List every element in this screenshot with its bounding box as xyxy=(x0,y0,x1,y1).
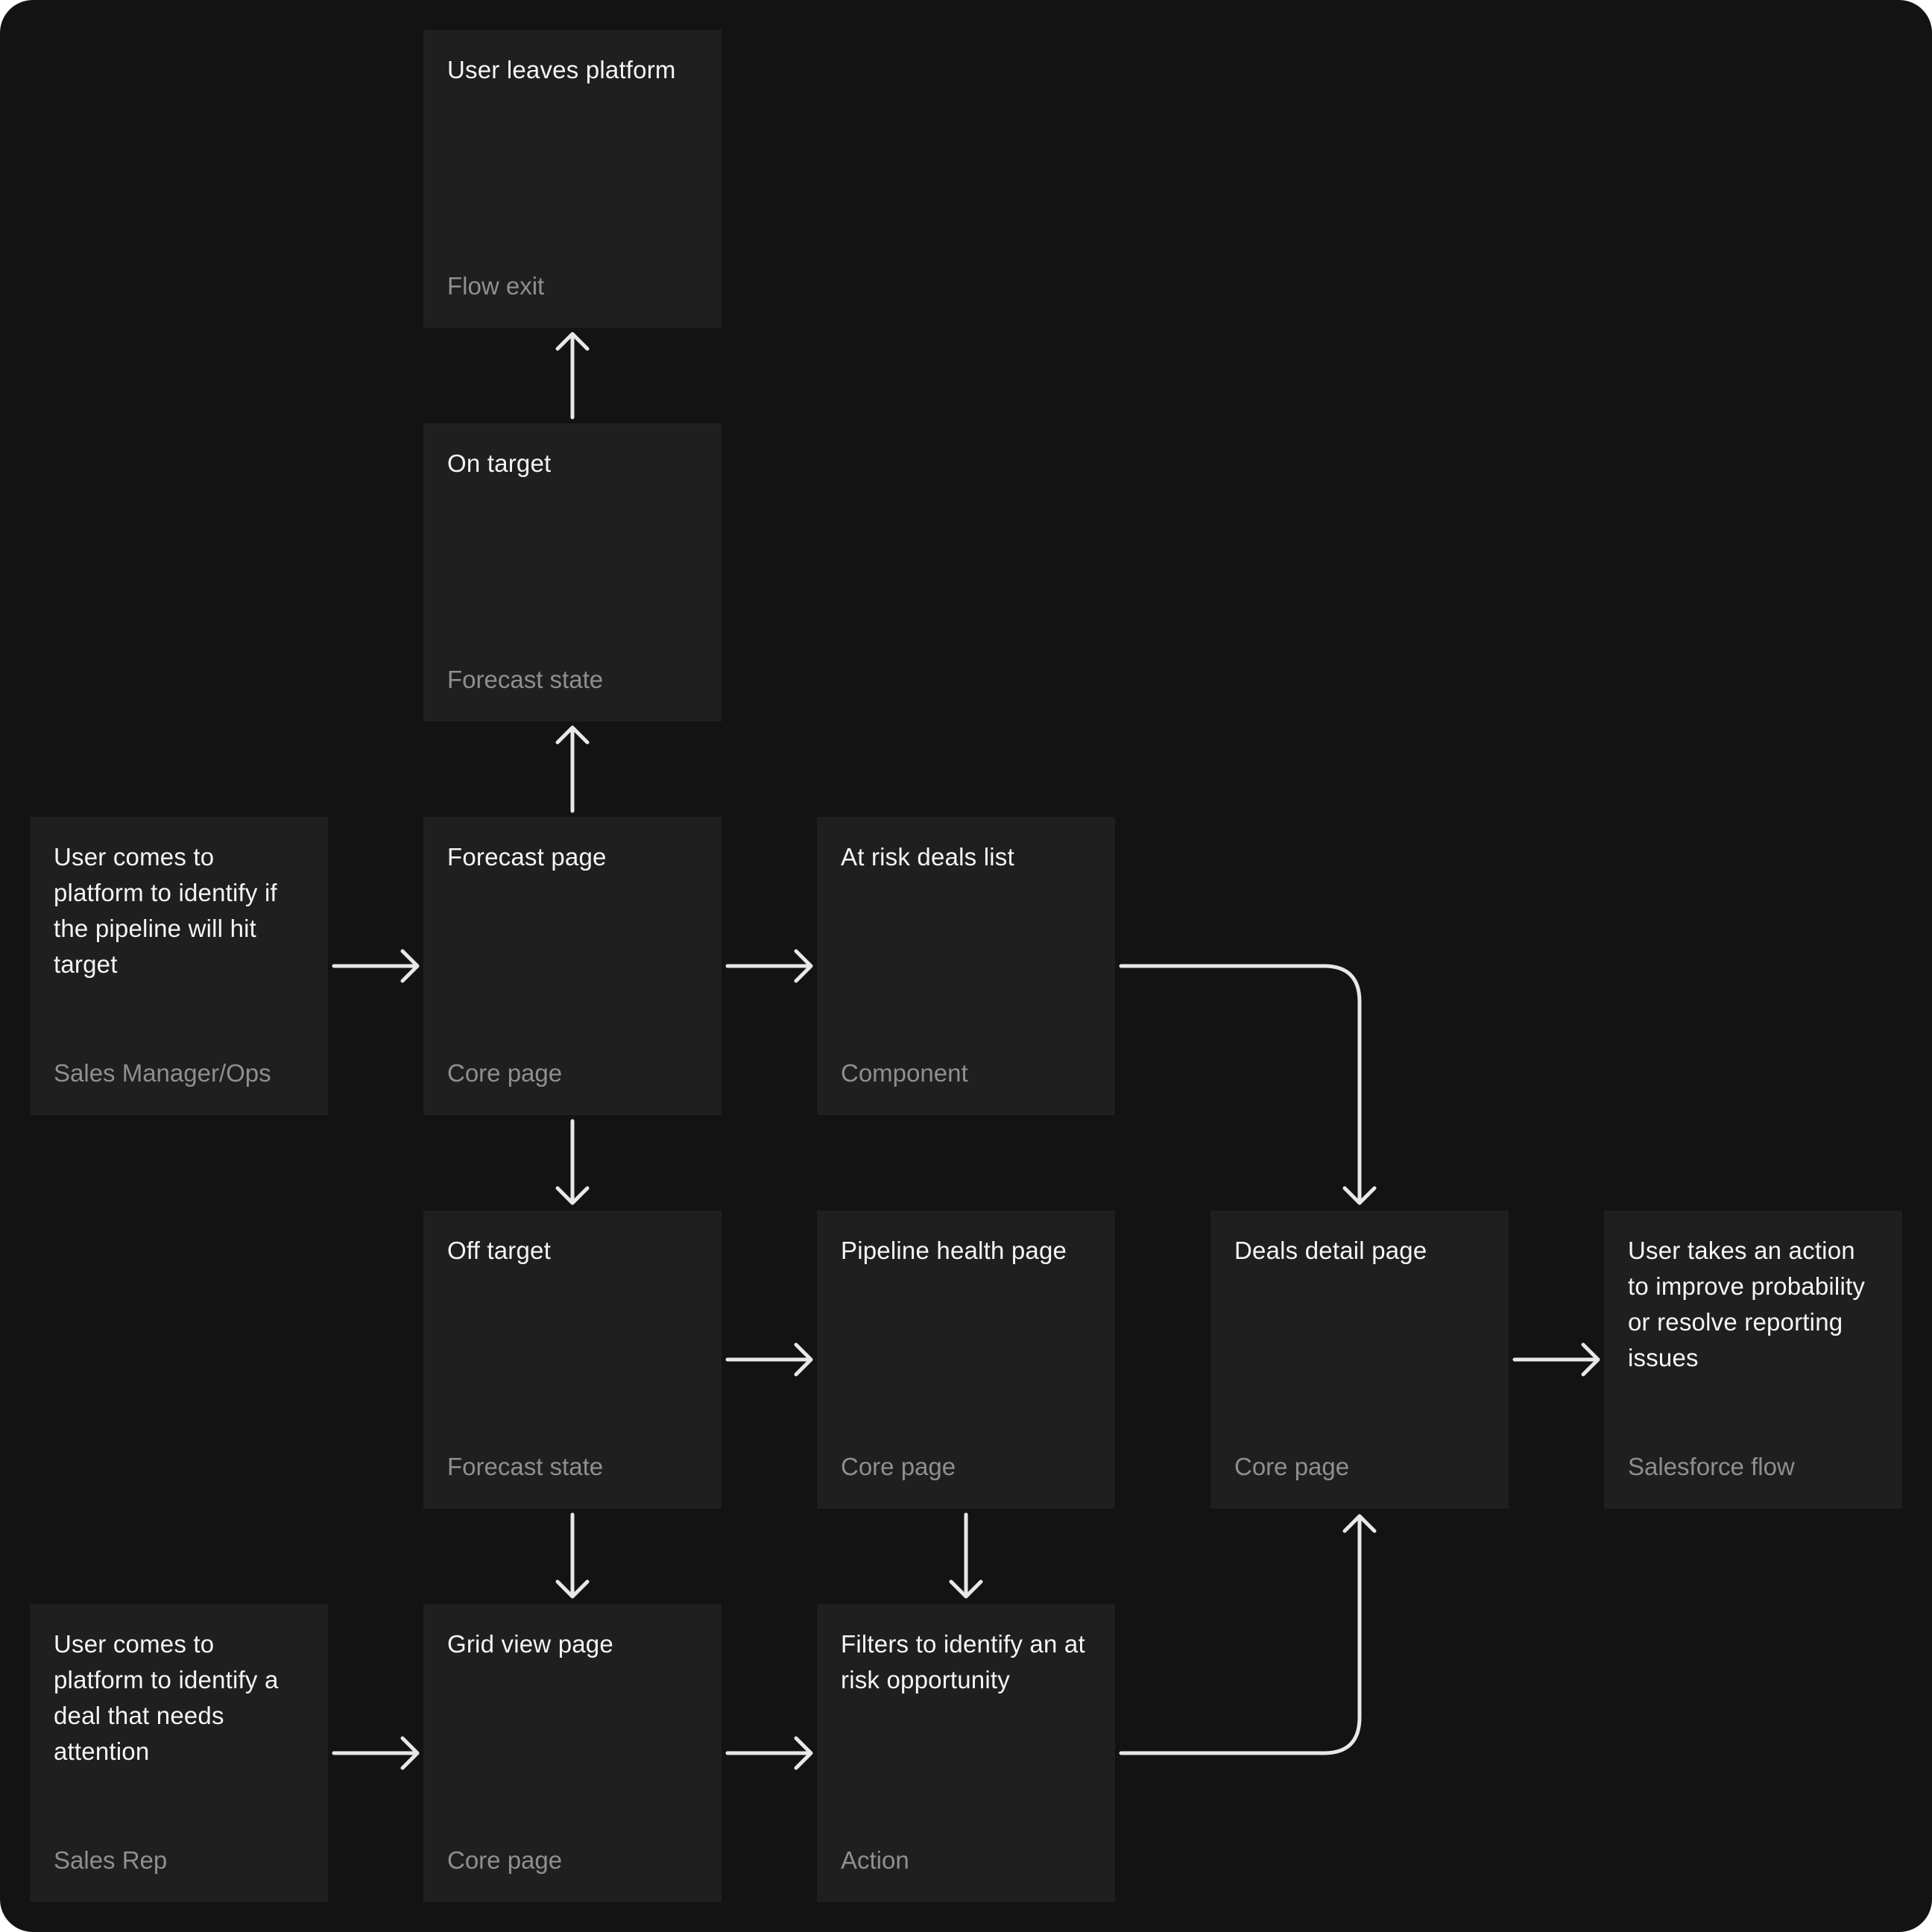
node-type: Core page xyxy=(447,1059,563,1087)
node-pipeline-health: Pipeline health page Core page xyxy=(817,1210,1115,1509)
arrow-grid-to-filters xyxy=(725,1736,813,1770)
arrow-on-target-to-exit xyxy=(555,332,590,420)
node-type: Core page xyxy=(841,1453,956,1480)
node-type: Forecast state xyxy=(447,666,604,693)
node-title: Grid view page xyxy=(447,1630,613,1658)
node-type: Sales Manager/Ops xyxy=(54,1059,271,1087)
arrow-forecast-to-on-target xyxy=(555,725,590,813)
arrow-manager-to-forecast xyxy=(332,949,420,983)
node-deals-detail: Deals detail page Core page xyxy=(1210,1210,1509,1509)
node-filters: Filters to identify an at risk opportuni… xyxy=(817,1604,1115,1902)
node-title: On target xyxy=(447,449,552,477)
arrow-forecast-to-off-target xyxy=(555,1119,590,1205)
node-title: User comes to platform to identify if th… xyxy=(54,843,277,978)
arrow-forecast-to-at-risk xyxy=(725,949,813,983)
node-user-action: User takes an action to improve probabil… xyxy=(1604,1210,1902,1509)
arrow-filters-to-deals-detail xyxy=(1119,1514,1377,1755)
node-on-target: On target Forecast state xyxy=(423,423,722,722)
node-type: Action xyxy=(841,1846,909,1874)
arrow-deals-detail-to-action xyxy=(1512,1342,1600,1377)
node-type: Sales Rep xyxy=(54,1846,168,1874)
node-user-leaves: User leaves platform Flow exit xyxy=(423,30,722,328)
node-rep-entry: User comes to platform to identify a dea… xyxy=(30,1604,328,1902)
arrow-off-target-to-pipeline xyxy=(725,1342,813,1377)
node-title: At risk deals list xyxy=(841,843,1014,871)
node-forecast-page: Forecast page Core page xyxy=(423,817,722,1115)
node-type: Core page xyxy=(1234,1453,1350,1480)
node-title: Off target xyxy=(447,1237,551,1264)
node-manager-entry: User comes to platform to identify if th… xyxy=(30,817,328,1115)
arrow-off-target-to-grid xyxy=(555,1512,590,1599)
arrow-pipeline-to-filters xyxy=(949,1512,983,1599)
node-title: Deals detail page xyxy=(1234,1237,1427,1264)
node-type: Forecast state xyxy=(447,1453,604,1480)
node-title: Filters to identify an at risk opportuni… xyxy=(841,1630,1085,1693)
node-title: Pipeline health page xyxy=(841,1237,1067,1264)
node-type: Component xyxy=(841,1059,968,1087)
node-title: User comes to platform to identify a dea… xyxy=(54,1630,279,1765)
arrow-at-risk-to-deals-detail xyxy=(1119,964,1377,1205)
node-grid-view: Grid view page Core page xyxy=(423,1604,722,1902)
node-type: Salesforce flow xyxy=(1628,1453,1795,1480)
node-title: User leaves platform xyxy=(447,56,676,83)
node-title: User takes an action to improve probabil… xyxy=(1628,1237,1866,1371)
node-title: Forecast page xyxy=(447,843,607,871)
node-type: Flow exit xyxy=(447,272,545,300)
node-type: Core page xyxy=(447,1846,563,1874)
node-at-risk-list: At risk deals list Component xyxy=(817,817,1115,1115)
node-off-target: Off target Forecast state xyxy=(423,1210,722,1509)
arrow-rep-to-grid xyxy=(332,1736,420,1770)
